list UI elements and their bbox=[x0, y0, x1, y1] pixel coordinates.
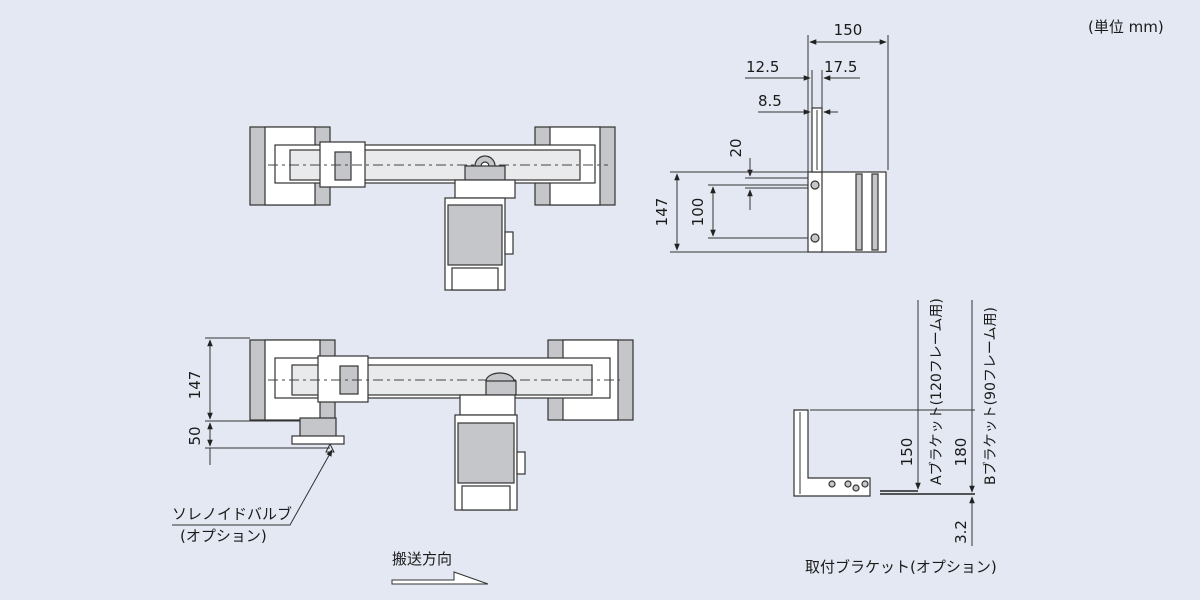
bracket-caption: 取付ブラケット(オプション) bbox=[805, 558, 997, 576]
direction-indicator: 搬送方向 bbox=[391, 550, 489, 585]
solenoid-label: ソレノイドバルブ bbox=[172, 505, 292, 523]
dim-hole-pitch: 20 bbox=[727, 138, 745, 157]
solenoid-option-label: (オプション) bbox=[180, 527, 267, 545]
bottom-dimensions: 147 50 bbox=[186, 337, 330, 465]
dim-inner-height: 100 bbox=[689, 198, 707, 227]
solenoid-valve bbox=[299, 417, 337, 439]
dim-height-50-bottom: 50 bbox=[186, 426, 204, 445]
bracket-dimensions: 150 180 3.2 Aブラケット(120フレーム用) Bブラケット(90フレ… bbox=[805, 298, 999, 576]
direction-label: 搬送方向 bbox=[392, 550, 452, 568]
dim-3-2-bracket: 3.2 bbox=[952, 520, 970, 544]
dim-right-offset: 17.5 bbox=[824, 58, 857, 76]
dim-total-width: 150 bbox=[834, 21, 863, 39]
dim-height-147-bottom: 147 bbox=[186, 371, 204, 400]
dim-left-offset: 12.5 bbox=[746, 58, 779, 76]
dim-150-bracket: 150 bbox=[898, 438, 916, 467]
dim-180-bracket: 180 bbox=[952, 438, 970, 467]
solenoid-callout: ソレノイドバルブ (オプション) bbox=[172, 449, 333, 545]
bracket-a-label: Aブラケット(120フレーム用) bbox=[928, 298, 945, 485]
direction-arrow-icon bbox=[391, 571, 489, 585]
side-view bbox=[807, 107, 887, 253]
top-view bbox=[249, 126, 616, 291]
bracket-part bbox=[793, 409, 871, 497]
bracket-b-label: Bブラケット(90フレーム用) bbox=[982, 307, 999, 485]
side-dimensions: 150 12.5 17.5 8.5 20 147 100 bbox=[653, 21, 889, 253]
dim-overall-height: 147 bbox=[653, 198, 671, 227]
unit-label: (単位 mm) bbox=[1088, 18, 1164, 36]
dim-slot-width: 8.5 bbox=[758, 92, 782, 110]
bracket-drawing bbox=[793, 409, 975, 497]
bottom-view bbox=[249, 339, 634, 511]
